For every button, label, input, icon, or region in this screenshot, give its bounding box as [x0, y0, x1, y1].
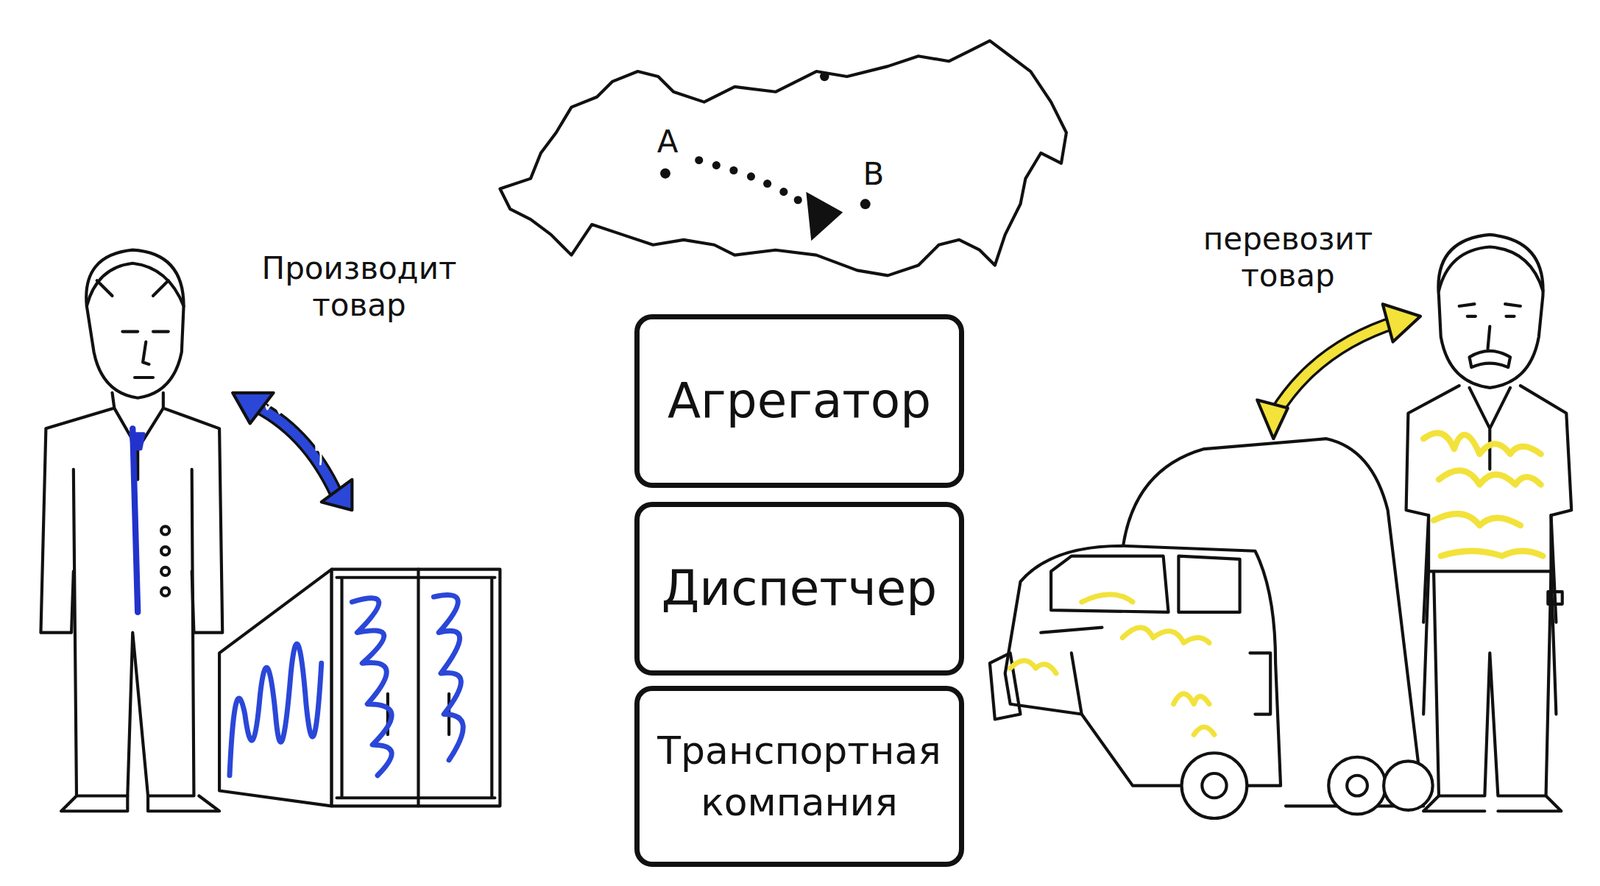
- box-label: Агрегатор: [667, 367, 932, 434]
- yellow-arrow: [1257, 303, 1421, 439]
- map-outline: [499, 40, 1067, 276]
- callout-label: перевозит товар: [1170, 220, 1406, 296]
- box-label: Диспетчер: [661, 555, 937, 622]
- route-dots: [694, 156, 843, 241]
- producer-figure: [40, 250, 223, 812]
- box-label: Транспортная компания: [649, 724, 950, 828]
- blue-arrow: [232, 393, 352, 511]
- map-point-label: B: [855, 156, 892, 193]
- truck: [989, 438, 1433, 819]
- process-box: Диспетчер: [634, 501, 965, 676]
- driver-figure: [1406, 234, 1573, 812]
- container: [219, 569, 500, 807]
- process-box: Агрегатор: [634, 314, 965, 488]
- map-point-label: A: [649, 123, 686, 161]
- callout-label: Производит товар: [234, 250, 485, 325]
- process-box: Транспортная компания: [634, 685, 965, 867]
